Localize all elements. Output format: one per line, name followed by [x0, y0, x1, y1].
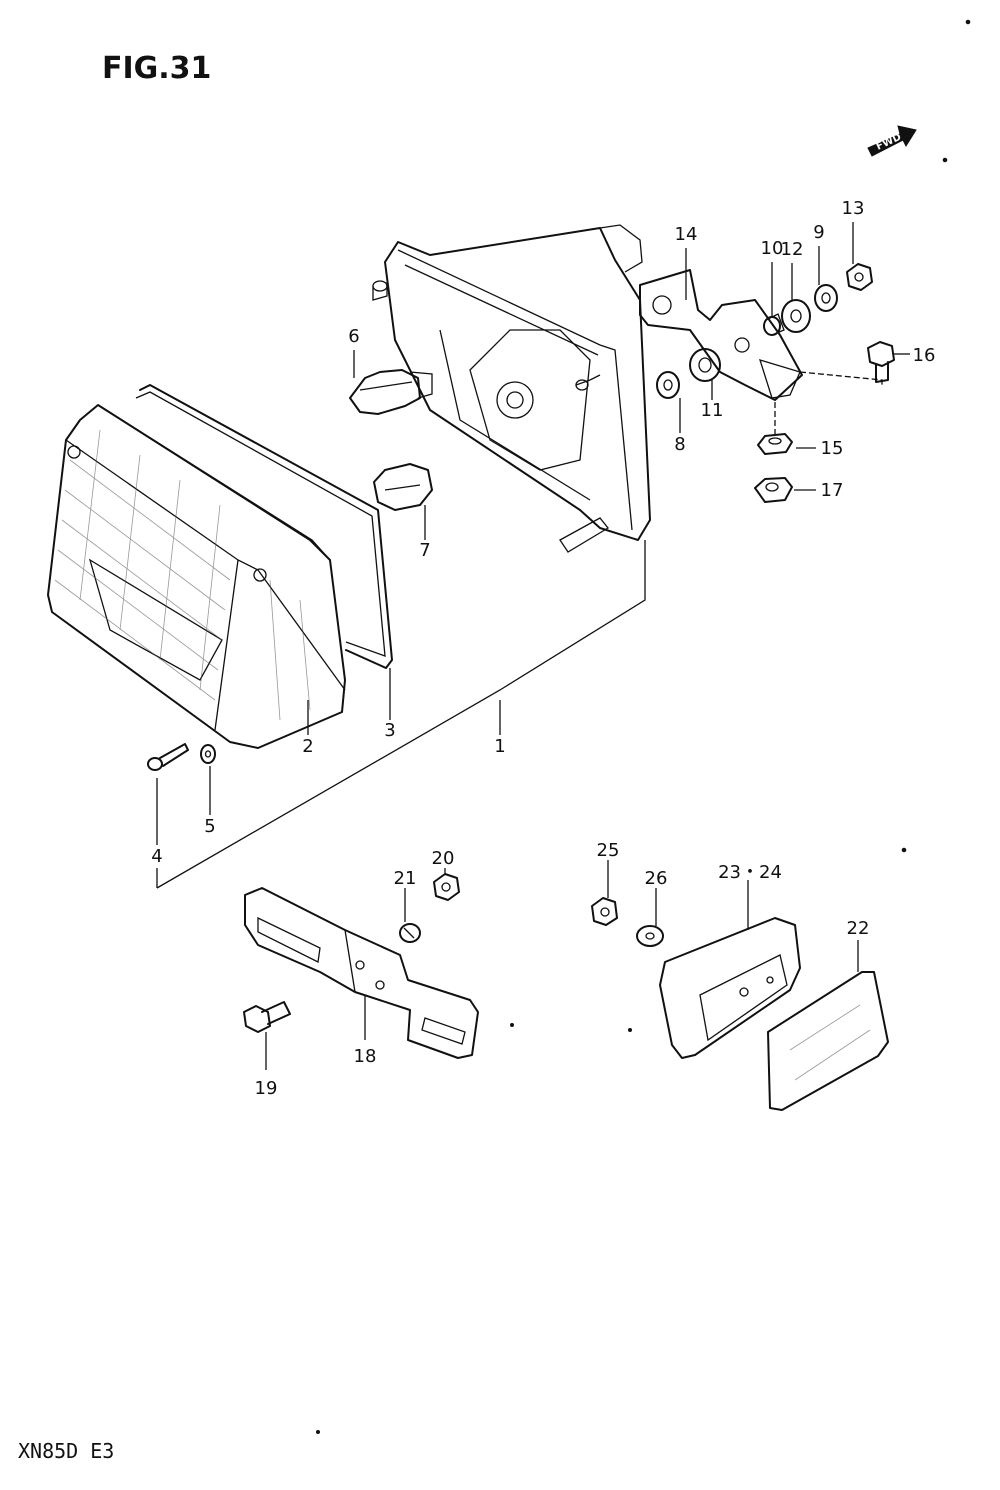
callout-19: 19 [255, 1078, 278, 1099]
washer-26 [636, 925, 664, 947]
nut-25 [591, 897, 618, 926]
tail-lamp-lens [47, 404, 346, 749]
callout-2: 2 [302, 736, 313, 757]
nut-20 [433, 873, 460, 901]
reflector-holder [659, 917, 801, 1059]
callout-15: 15 [821, 438, 844, 459]
speck [965, 19, 971, 25]
callout-23-24: 23・24 [718, 862, 782, 883]
callout-13: 13 [842, 198, 865, 219]
callout-11: 11 [701, 400, 724, 421]
callout-22: 22 [847, 918, 870, 939]
bulb-7 [373, 463, 433, 511]
screw-4 [147, 743, 189, 771]
reflector-22 [767, 971, 889, 1111]
nut-13 [846, 263, 873, 291]
callout-21: 21 [394, 868, 417, 889]
speck [510, 1023, 514, 1027]
callout-17: 17 [821, 480, 844, 501]
callout-7: 7 [419, 540, 430, 561]
mounting-bracket [639, 269, 803, 401]
washer-11 [689, 348, 721, 382]
washer-5 [200, 744, 216, 764]
leader-lines [156, 222, 910, 1070]
callout-14: 14 [675, 224, 698, 245]
bulb-6 [349, 369, 433, 415]
forward-label: FWD [875, 132, 903, 153]
callout-6: 6 [348, 326, 359, 347]
callout-3: 3 [384, 720, 395, 741]
bolt-16 [867, 341, 895, 383]
washer-8 [656, 371, 680, 399]
callout-5: 5 [204, 816, 215, 837]
callout-10: 10 [761, 238, 784, 259]
nut-15 [757, 433, 793, 455]
callout-9: 9 [813, 222, 824, 243]
washer-9 [814, 284, 838, 312]
forward-arrow-icon: FWD [867, 125, 917, 157]
speck [901, 847, 907, 853]
lens-gasket [135, 384, 393, 669]
callout-18: 18 [354, 1046, 377, 1067]
callout-26: 26 [645, 868, 668, 889]
callout-8: 8 [674, 434, 685, 455]
model-code: XN85D E3 [18, 1439, 114, 1463]
callout-1: 1 [494, 736, 505, 757]
grommet-17 [754, 477, 793, 503]
figure-title: FIG.31 [102, 51, 211, 86]
washer-12 [781, 299, 811, 333]
license-bracket [244, 887, 479, 1059]
tail-lamp-housing [372, 224, 651, 553]
speck [942, 157, 948, 163]
washer-21 [399, 923, 421, 943]
speck [316, 1430, 320, 1434]
callout-4: 4 [151, 846, 162, 867]
callout-12: 12 [781, 239, 804, 260]
callout-20: 20 [432, 848, 455, 869]
callout-16: 16 [913, 345, 936, 366]
callout-25: 25 [597, 840, 620, 861]
speck [628, 1028, 632, 1032]
bolt-19 [243, 1001, 291, 1033]
callout-labels: 1 2 3 4 5 6 7 8 9 10 11 12 13 14 15 16 1… [151, 198, 935, 1099]
